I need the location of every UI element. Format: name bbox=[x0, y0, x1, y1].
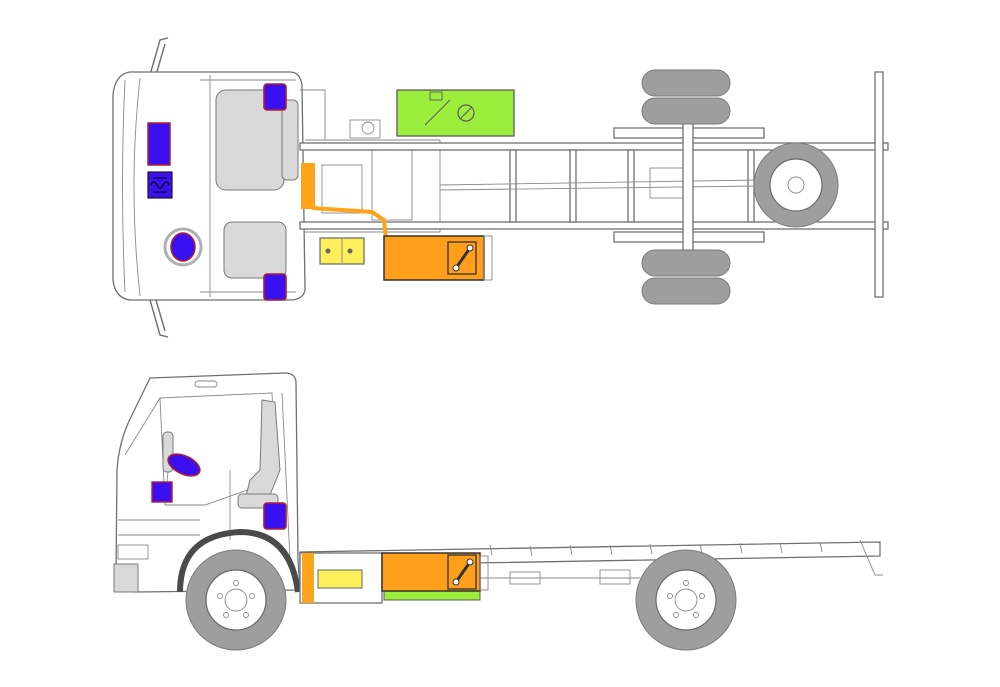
hv-cable-top bbox=[301, 163, 388, 239]
rear-axle-top bbox=[613, 99, 765, 271]
front-wheel-arch bbox=[177, 528, 301, 593]
dashboard-module-side bbox=[151, 481, 173, 503]
fuel-tank bbox=[396, 89, 515, 137]
side-airbag-sensor-top-left bbox=[263, 83, 287, 111]
side-airbag-sensor-side bbox=[263, 502, 287, 530]
front-wheel-side bbox=[185, 549, 287, 651]
side-airbag-sensor-top-right bbox=[263, 273, 287, 301]
passenger-seat-top bbox=[223, 221, 287, 279]
seat-headrest-top bbox=[281, 99, 299, 181]
fuel-cap-icon bbox=[457, 104, 475, 122]
right-mirror-top bbox=[149, 299, 169, 338]
hv-cable-side bbox=[302, 553, 314, 603]
high-voltage-battery-side bbox=[381, 552, 489, 592]
rear-tire-top-inner-right bbox=[641, 249, 731, 277]
rear-tire-top-outer-right bbox=[641, 277, 731, 305]
steering-airbag-top bbox=[163, 227, 203, 267]
low-voltage-battery-side bbox=[317, 569, 363, 589]
oscillator-wave-icon bbox=[150, 181, 170, 189]
inverter-module-top bbox=[147, 171, 173, 199]
left-mirror-top bbox=[149, 37, 169, 76]
side-view bbox=[113, 372, 883, 651]
low-voltage-batteries-top bbox=[319, 237, 365, 265]
steering-airbag-side bbox=[167, 453, 201, 477]
rear-tire-top-inner-left bbox=[641, 97, 731, 125]
battery-terminal-bolt-icon bbox=[454, 246, 472, 270]
battery-enclosure-side bbox=[299, 552, 383, 604]
rear-tire-top-outer-left bbox=[641, 69, 731, 97]
cab-side bbox=[113, 372, 301, 593]
dashboard-module-top bbox=[147, 122, 171, 166]
chassis-frame-top bbox=[299, 71, 889, 298]
high-voltage-battery-top bbox=[383, 235, 493, 281]
top-view bbox=[112, 37, 889, 338]
spare-tire-top bbox=[753, 142, 839, 228]
rear-wheel-side bbox=[635, 549, 737, 651]
